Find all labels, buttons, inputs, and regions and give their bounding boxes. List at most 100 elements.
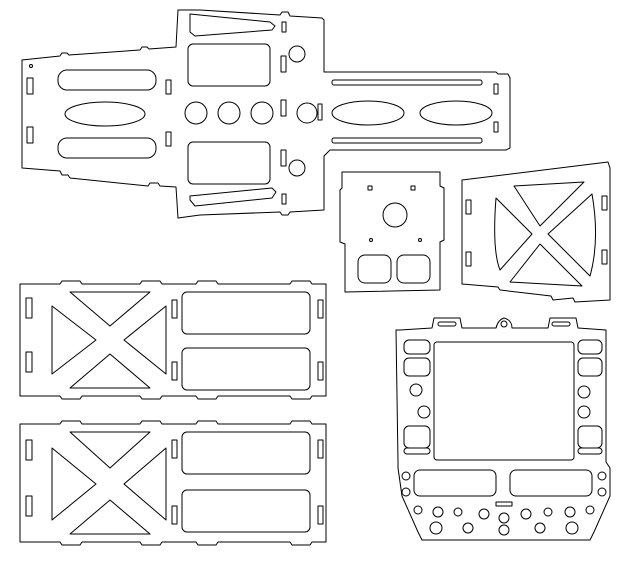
cutout	[182, 348, 310, 390]
cutout	[404, 448, 430, 454]
cutout	[182, 490, 310, 532]
hole	[454, 508, 462, 516]
hole	[402, 472, 410, 480]
hole	[479, 509, 489, 519]
hole	[289, 46, 305, 62]
cutout	[578, 340, 602, 354]
bottom-plate-upper-outline	[20, 281, 326, 399]
x-cutout	[70, 432, 150, 468]
hole	[544, 508, 552, 516]
cutout	[578, 358, 602, 376]
hole	[521, 509, 531, 519]
x-cutout	[52, 448, 96, 520]
slot	[602, 196, 607, 210]
hole	[578, 406, 590, 418]
bottom-plate-upper	[20, 281, 326, 399]
slot	[166, 80, 171, 94]
slot	[368, 186, 372, 190]
cutout	[358, 255, 391, 283]
cutout	[420, 101, 492, 125]
slot	[282, 22, 286, 32]
hole	[535, 523, 545, 533]
hole	[578, 386, 590, 398]
motor-mount-outline	[340, 172, 444, 292]
slot	[438, 322, 456, 326]
slot	[172, 300, 177, 318]
slot	[318, 300, 323, 318]
top-frame-plate	[22, 10, 510, 218]
slot	[494, 122, 498, 132]
slot	[318, 362, 323, 380]
slot	[496, 502, 512, 506]
cutout	[578, 448, 602, 454]
slot	[282, 194, 286, 204]
x-cutout	[70, 354, 150, 388]
hole	[418, 406, 430, 418]
hole	[499, 513, 509, 523]
hole	[499, 525, 509, 535]
top-frame-outline	[22, 10, 510, 218]
bottom-plate-lower-outline	[20, 421, 326, 545]
cutout	[414, 470, 496, 496]
hole	[463, 523, 473, 533]
cutout	[397, 255, 430, 283]
slot	[26, 298, 32, 318]
hole	[297, 103, 317, 123]
bottom-plate-lower	[20, 421, 326, 545]
side-brace-outline	[462, 162, 610, 302]
slot	[552, 322, 570, 326]
slot	[172, 440, 177, 458]
cutout	[182, 292, 310, 334]
hole	[414, 506, 422, 514]
slot	[27, 78, 33, 94]
x-cutout	[124, 306, 166, 374]
slot	[411, 186, 415, 190]
hole	[185, 102, 207, 124]
slot	[281, 56, 286, 72]
cutout	[58, 70, 156, 90]
cutout	[58, 138, 156, 158]
x-cutout-left	[495, 198, 532, 270]
slot	[466, 200, 471, 214]
cutout	[510, 470, 592, 496]
hole	[430, 522, 442, 534]
cutout	[188, 142, 270, 184]
x-cutout-right	[548, 194, 596, 276]
center-hole	[383, 203, 407, 227]
cutout	[65, 102, 145, 126]
cutout	[404, 340, 430, 354]
x-cutout-top	[514, 182, 584, 226]
x-cutout-bottom	[510, 244, 582, 286]
center-window	[434, 342, 574, 460]
cutout	[404, 426, 430, 448]
cutout	[190, 14, 275, 36]
pin-hole	[370, 239, 373, 242]
slot	[27, 127, 33, 143]
slot	[332, 80, 482, 85]
hole	[565, 507, 575, 517]
hole	[218, 102, 240, 124]
hole	[598, 488, 606, 496]
cutout	[578, 426, 602, 448]
slot	[466, 252, 471, 266]
slot	[281, 150, 286, 166]
slot	[602, 250, 607, 264]
x-cutout	[124, 448, 166, 520]
hole	[586, 506, 594, 514]
slot	[318, 104, 322, 120]
hole	[566, 522, 578, 534]
slot	[26, 440, 32, 460]
motor-mount-plate	[340, 172, 444, 292]
slot	[281, 100, 286, 116]
x-cutout	[52, 306, 96, 374]
pin-hole	[419, 239, 422, 242]
slot	[26, 352, 32, 372]
pin-hole	[30, 65, 33, 68]
carrier-outline	[396, 318, 610, 540]
x-cutout	[70, 500, 150, 534]
electronics-carrier-plate	[396, 318, 610, 540]
slot	[172, 506, 177, 524]
slot	[494, 84, 498, 94]
x-cutout	[70, 292, 150, 326]
